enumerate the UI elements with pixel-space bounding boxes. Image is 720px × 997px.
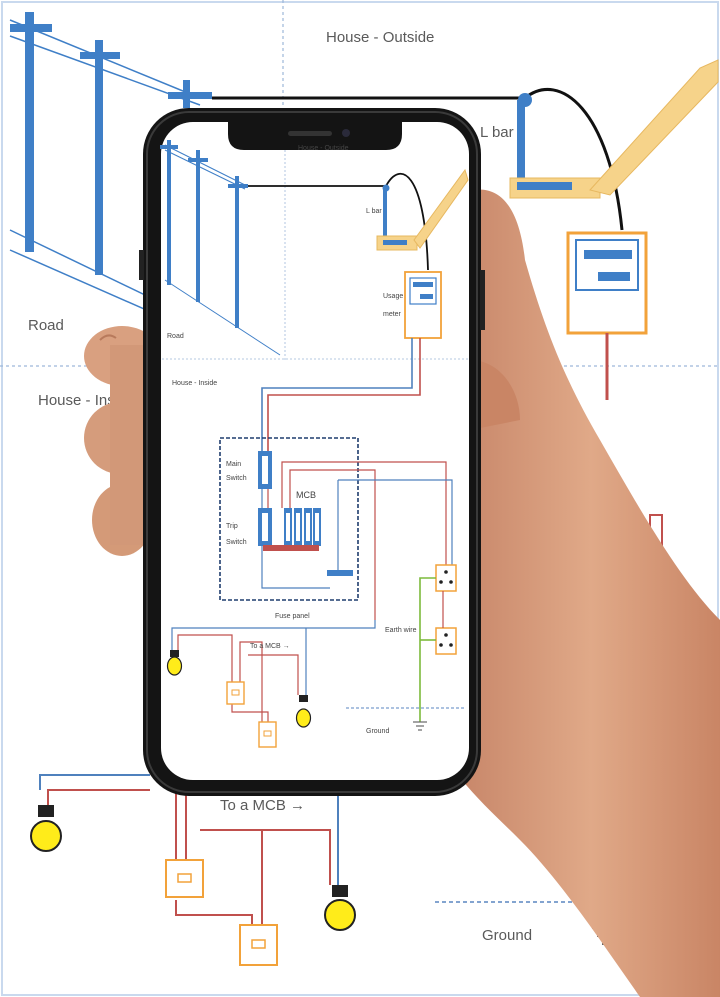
screen-wire-live	[267, 338, 421, 455]
screen-socket-2	[435, 627, 457, 655]
screen-bulb-left	[166, 650, 183, 676]
screen-pole-1-arm	[160, 145, 178, 149]
background-label-road: Road	[28, 317, 64, 334]
background-roof	[589, 59, 719, 196]
screen-neutral-bar	[327, 570, 353, 576]
background-label-l-bar: L bar	[480, 124, 514, 141]
screen-ground-symbol	[413, 721, 427, 731]
hand-thumb-base	[470, 360, 520, 430]
screen-earth-wire	[419, 577, 436, 722]
background-pole-3-arm	[168, 92, 212, 99]
screen-pole-2	[196, 150, 200, 302]
screen-switch-2	[258, 721, 277, 748]
phone-volume-button[interactable]	[139, 250, 144, 280]
background-pole-1-crossarm	[10, 24, 52, 32]
screen-poles	[160, 140, 248, 328]
background-bulb-left	[30, 805, 62, 852]
screen-label-usage-line2: meter	[383, 311, 402, 318]
screen-busbar	[263, 545, 319, 551]
screen-label-house-outside: House - Outside	[298, 145, 349, 152]
screen-fuse-panel	[219, 437, 359, 601]
background-bulb-right	[324, 885, 356, 931]
screen-label-main-line2: Switch	[226, 475, 247, 482]
hand-palm	[462, 189, 720, 997]
phone-speaker	[288, 131, 332, 136]
screen-label-to-mcb: To a MCB →	[250, 643, 290, 650]
screen-pole-2-arm	[188, 158, 208, 162]
screen-label-trip-line2: Switch	[226, 539, 247, 546]
screen-bulb-right	[295, 695, 312, 728]
background-meter-face	[575, 239, 639, 291]
phone-screen	[161, 122, 469, 780]
screen-label-l-bar: L bar	[366, 208, 382, 215]
screen-wire-neutral	[261, 338, 413, 455]
screen-label-main-line1: Main	[226, 461, 241, 468]
screen-lbar-vertical	[383, 188, 387, 243]
phone-power-button[interactable]	[480, 270, 485, 330]
screen-trip-switch-lever	[262, 513, 268, 541]
screen-panel-wiring	[261, 461, 453, 620]
screen-pole-3-arm	[228, 184, 248, 188]
background-drop-wire	[524, 88, 624, 231]
screen-label-fuse-panel: Fuse panel	[275, 613, 310, 620]
screen-mcb-breakers	[284, 508, 321, 546]
background-pole-2	[95, 40, 103, 275]
background-lbar-vertical	[517, 100, 525, 185]
screen-lighting-wiring	[171, 620, 376, 722]
screen-switch-1	[226, 681, 245, 705]
screen-socket-1	[435, 564, 457, 592]
screen-label-road: Road	[167, 333, 184, 340]
background-lbar-horizontal	[517, 182, 572, 190]
screen-lbar-horizontal	[383, 240, 407, 245]
phone-bezel-edge	[146, 111, 478, 793]
screen-pole-1	[167, 140, 171, 285]
background-wiring	[39, 774, 339, 925]
screen-label-usage-line1: Usage	[383, 293, 403, 300]
screen-label-mcb: MCB	[296, 490, 316, 500]
screen-usage-meter-display-1	[413, 282, 433, 287]
background-label-ground: Ground	[482, 927, 532, 944]
background-switch-2	[239, 924, 278, 966]
background-meter-display-1	[584, 250, 632, 259]
screen-label-ground: Ground	[366, 728, 389, 735]
screen-usage-meter-face	[409, 277, 437, 305]
screen-diagram: House - Outside	[160, 140, 469, 748]
phone: House - Outside	[139, 108, 485, 796]
background-poles	[10, 12, 212, 275]
background-pole-3-crossarm	[80, 52, 120, 59]
screen-road-lines	[164, 144, 281, 356]
screen-roof	[413, 168, 469, 249]
screen-label-trip-line1: Trip	[226, 523, 238, 530]
background-label-house-outside: House - Outside	[326, 29, 434, 46]
background-pole-1	[25, 12, 34, 252]
screen-label-earth-wire: Earth wire	[385, 627, 417, 634]
phone-camera	[342, 129, 350, 137]
screen-label-house-inside: House - Inside	[172, 380, 217, 387]
background-label-to-mcb: To a MCB →	[220, 797, 305, 814]
screen-usage-meter-display-2	[420, 294, 433, 299]
screen-main-switch-lever	[262, 456, 268, 484]
screen-pole-3	[235, 176, 239, 328]
hand-fingernail-1	[99, 334, 117, 341]
background-switch-1	[165, 859, 204, 898]
background-meter-display-2	[598, 272, 630, 281]
